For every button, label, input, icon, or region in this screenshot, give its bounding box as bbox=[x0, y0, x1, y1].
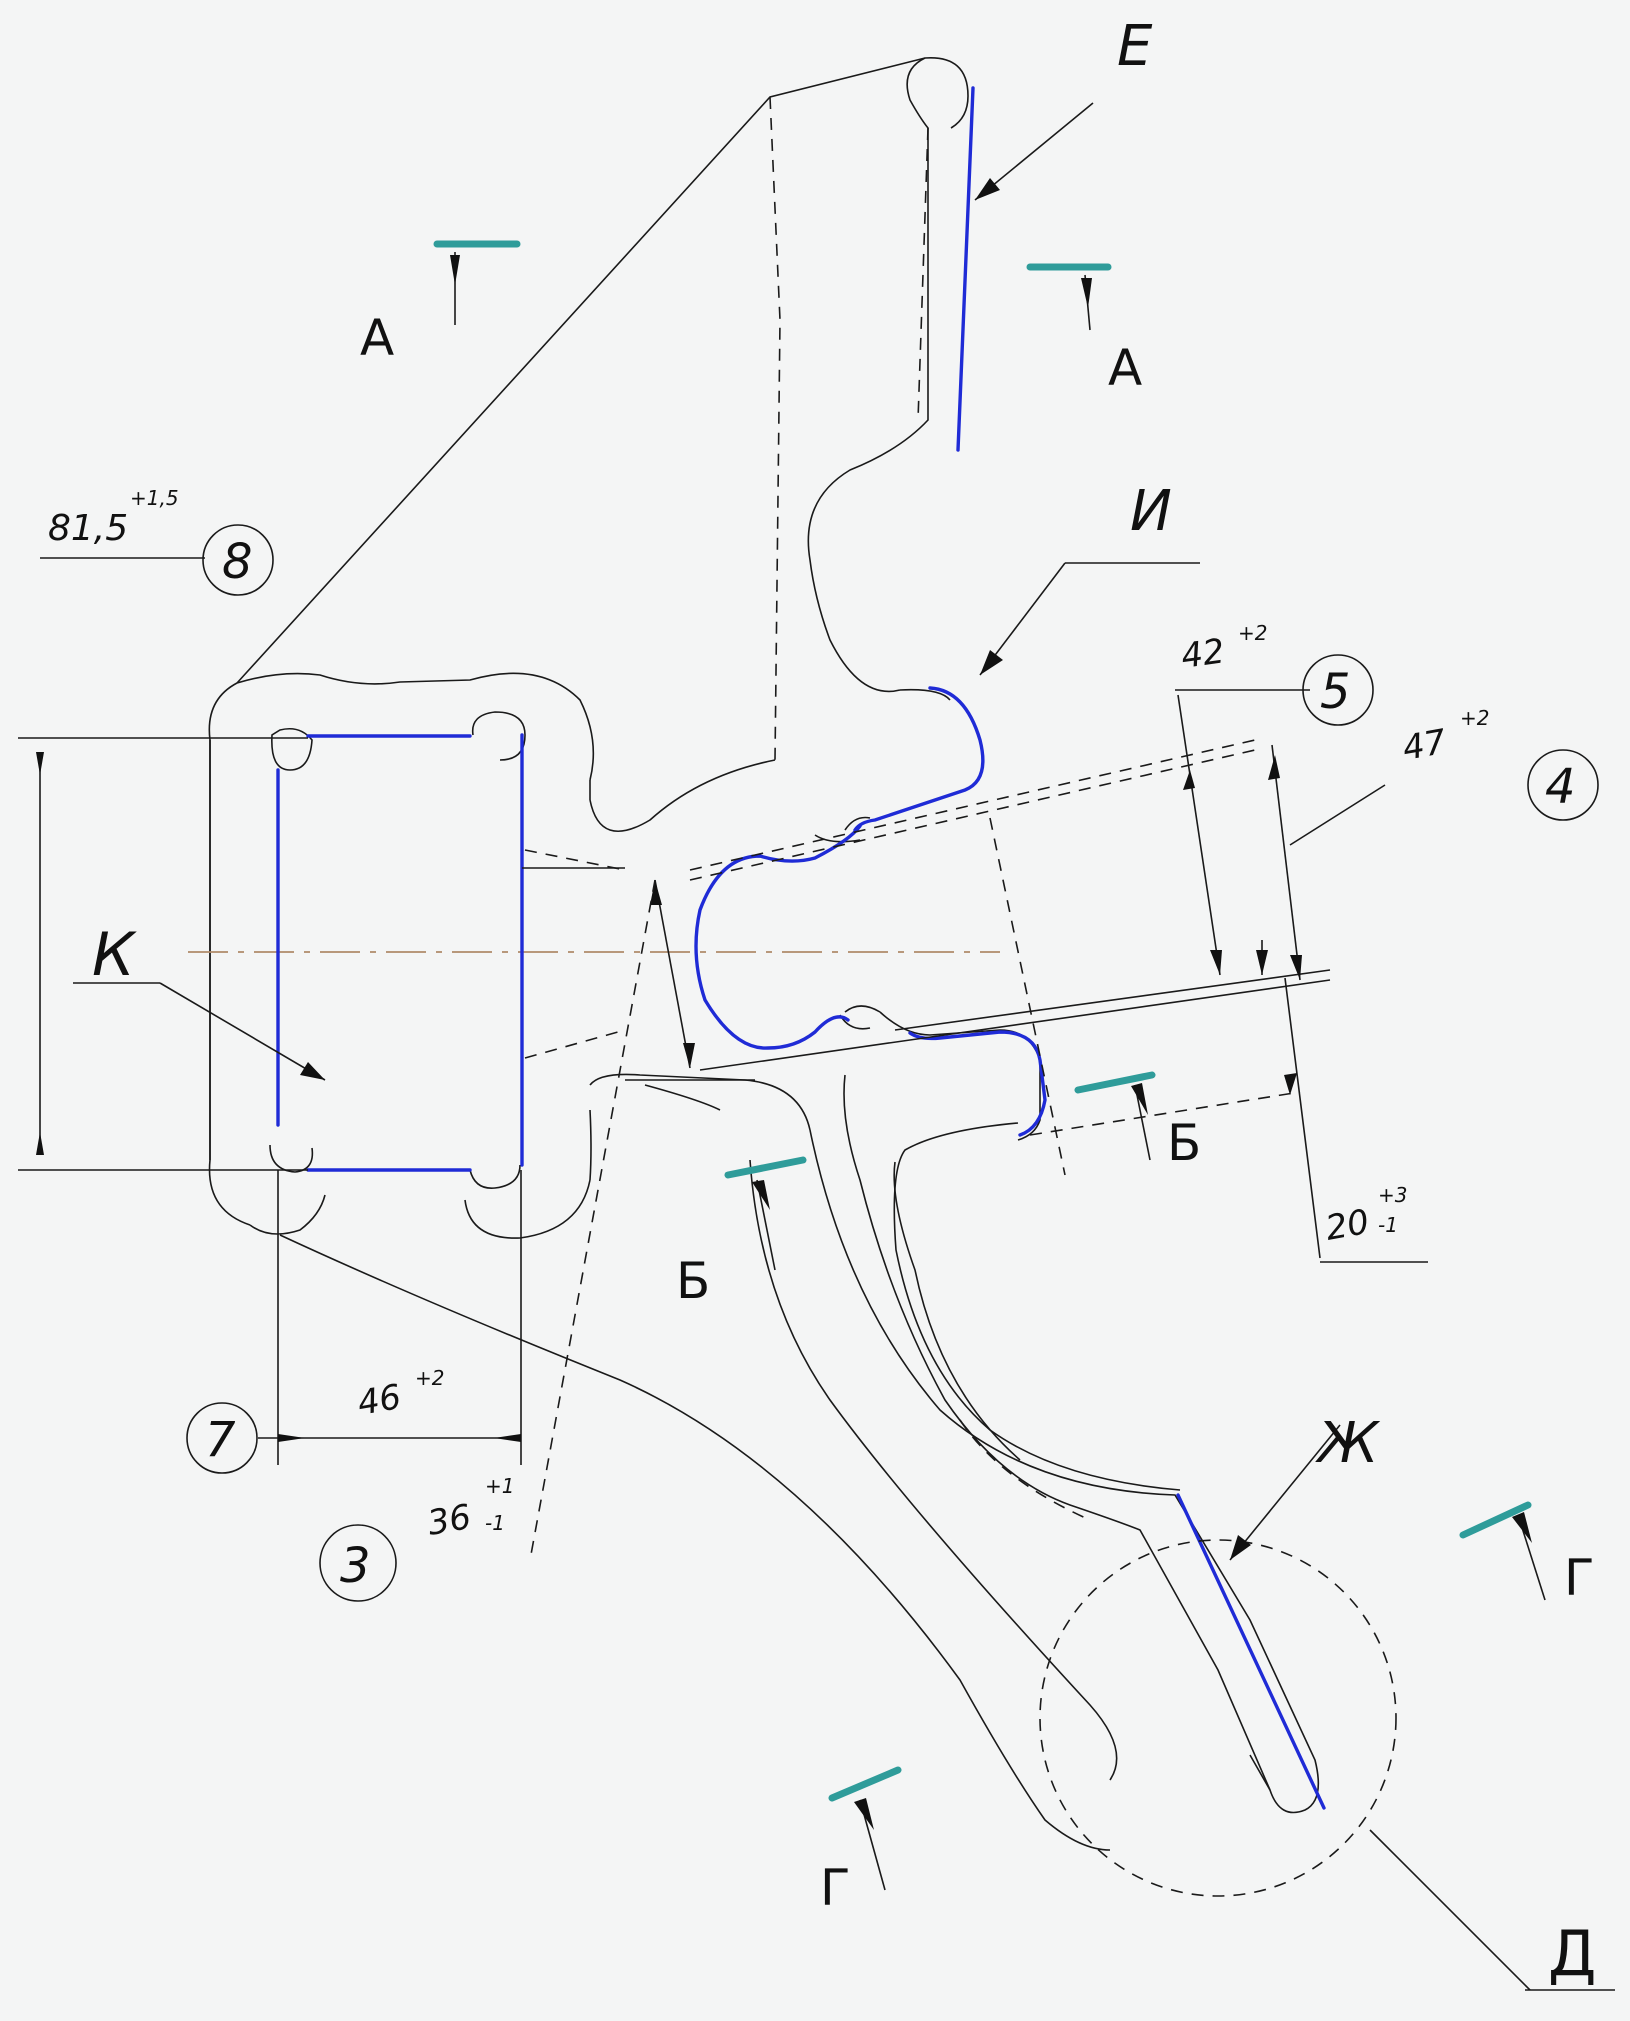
section-marks bbox=[433, 240, 1546, 1891]
surface-label-i: И bbox=[1130, 479, 1172, 544]
detail-label-d: Д bbox=[1548, 1917, 1596, 1990]
balloon-8 bbox=[202, 524, 274, 596]
dim-20-value: 20 bbox=[1323, 1202, 1373, 1249]
balloon-8-text: 8 bbox=[222, 534, 253, 590]
balloon-3 bbox=[319, 1524, 397, 1602]
surface-label-e: Е bbox=[1117, 14, 1153, 79]
section-label-a-left: А bbox=[360, 309, 394, 367]
dim-46-value: 46 bbox=[355, 1377, 405, 1424]
dim-46-tol: +2 bbox=[415, 1366, 444, 1390]
dim-36-value: 36 bbox=[425, 1497, 475, 1544]
dim-81-5-value: 81,5 bbox=[48, 508, 128, 549]
section-label-g-right: Г bbox=[1564, 1549, 1595, 1607]
machined-surfaces bbox=[276, 86, 1326, 1810]
balloon-5-text: 5 bbox=[1320, 664, 1351, 720]
dim-42-value: 42 bbox=[1179, 631, 1227, 677]
dim-36-tol-dn: -1 bbox=[485, 1511, 505, 1535]
section-label-a-right: А bbox=[1108, 339, 1142, 397]
balloon-7-text: 7 bbox=[205, 1412, 236, 1468]
section-mark-b-right bbox=[1074, 1071, 1156, 1094]
section-label-b-right: Б bbox=[1167, 1114, 1201, 1172]
section-mark-g-left bbox=[828, 1766, 902, 1802]
balloons bbox=[186, 524, 1599, 1602]
dim-42-tol: +2 bbox=[1238, 621, 1267, 645]
dim-47-value: 47 bbox=[1400, 722, 1450, 769]
section-mark-b-left bbox=[724, 1156, 807, 1179]
text-labels: А А Б Б Г Г Д Е И Ж К 81,5 +1,5 42 +2 47… bbox=[48, 14, 1596, 1990]
balloon-5 bbox=[1302, 654, 1374, 726]
balloon-7 bbox=[186, 1402, 258, 1474]
dim-36-tol-up: +1 bbox=[485, 1474, 514, 1498]
dim-20-tol-dn: -1 bbox=[1378, 1213, 1398, 1237]
dimension-lines bbox=[18, 557, 1428, 1561]
detail-circle-d bbox=[1039, 1539, 1615, 1991]
surface-label-zh: Ж bbox=[1315, 1411, 1381, 1476]
part-outline bbox=[208, 57, 1320, 1851]
dim-20-tol-up: +3 bbox=[1378, 1183, 1407, 1207]
balloon-4-text: 4 bbox=[1545, 759, 1576, 815]
leader-lines bbox=[73, 102, 1341, 1561]
section-mark-g-right bbox=[1459, 1501, 1532, 1539]
dim-81-5-tol: +1,5 bbox=[130, 486, 179, 510]
dim-47-tol: +2 bbox=[1460, 706, 1489, 730]
section-label-g-left: Г bbox=[820, 1859, 851, 1917]
balloon-4 bbox=[1527, 749, 1599, 821]
section-label-b-left: Б bbox=[676, 1252, 710, 1310]
balloon-3-text: 3 bbox=[340, 1538, 371, 1594]
surface-label-k: К bbox=[92, 920, 137, 990]
